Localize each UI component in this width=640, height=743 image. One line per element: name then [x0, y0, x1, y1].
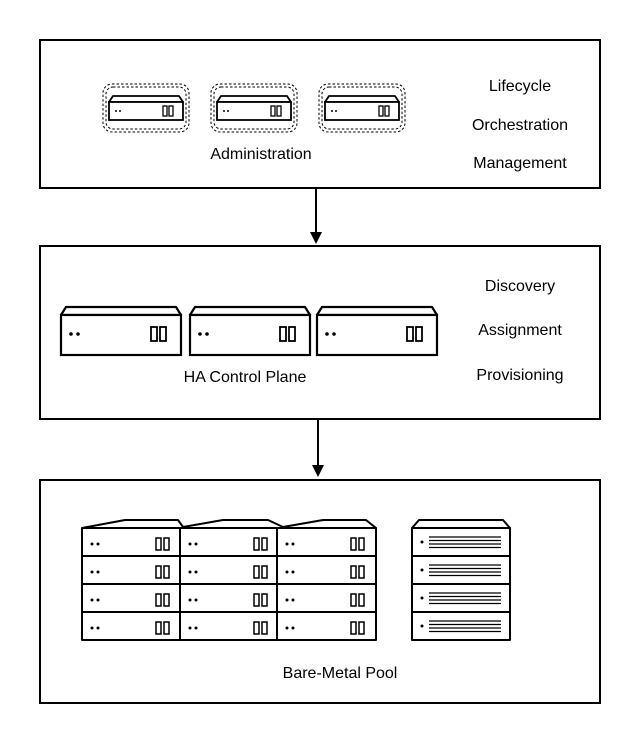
control-plane-server-icon-1	[59, 305, 183, 357]
control-plane-caption: HA Control Plane	[183, 369, 307, 386]
feature-assignment: Assignment	[478, 322, 562, 339]
feature-orchestration: Orchestration	[471, 117, 569, 134]
feature-management: Management	[473, 155, 567, 172]
feature-discovery: Discovery	[484, 278, 556, 295]
feature-lifecycle: Lifecycle	[488, 78, 552, 95]
admin-server-icon-3	[318, 83, 406, 133]
feature-provisioning: Provisioning	[476, 367, 564, 384]
arrow-down-icon-2	[312, 420, 324, 477]
server-rack-icon	[81, 519, 377, 641]
control-plane-server-icon-3	[315, 305, 439, 357]
admin-server-icon-1	[102, 83, 190, 133]
pool-caption: Bare-Metal Pool	[282, 665, 398, 682]
admin-server-icon-2	[210, 83, 298, 133]
storage-rack-icon	[411, 519, 511, 641]
administration-caption: Administration	[210, 146, 312, 163]
control-plane-server-icon-2	[188, 305, 312, 357]
arrow-down-icon-1	[310, 189, 322, 244]
